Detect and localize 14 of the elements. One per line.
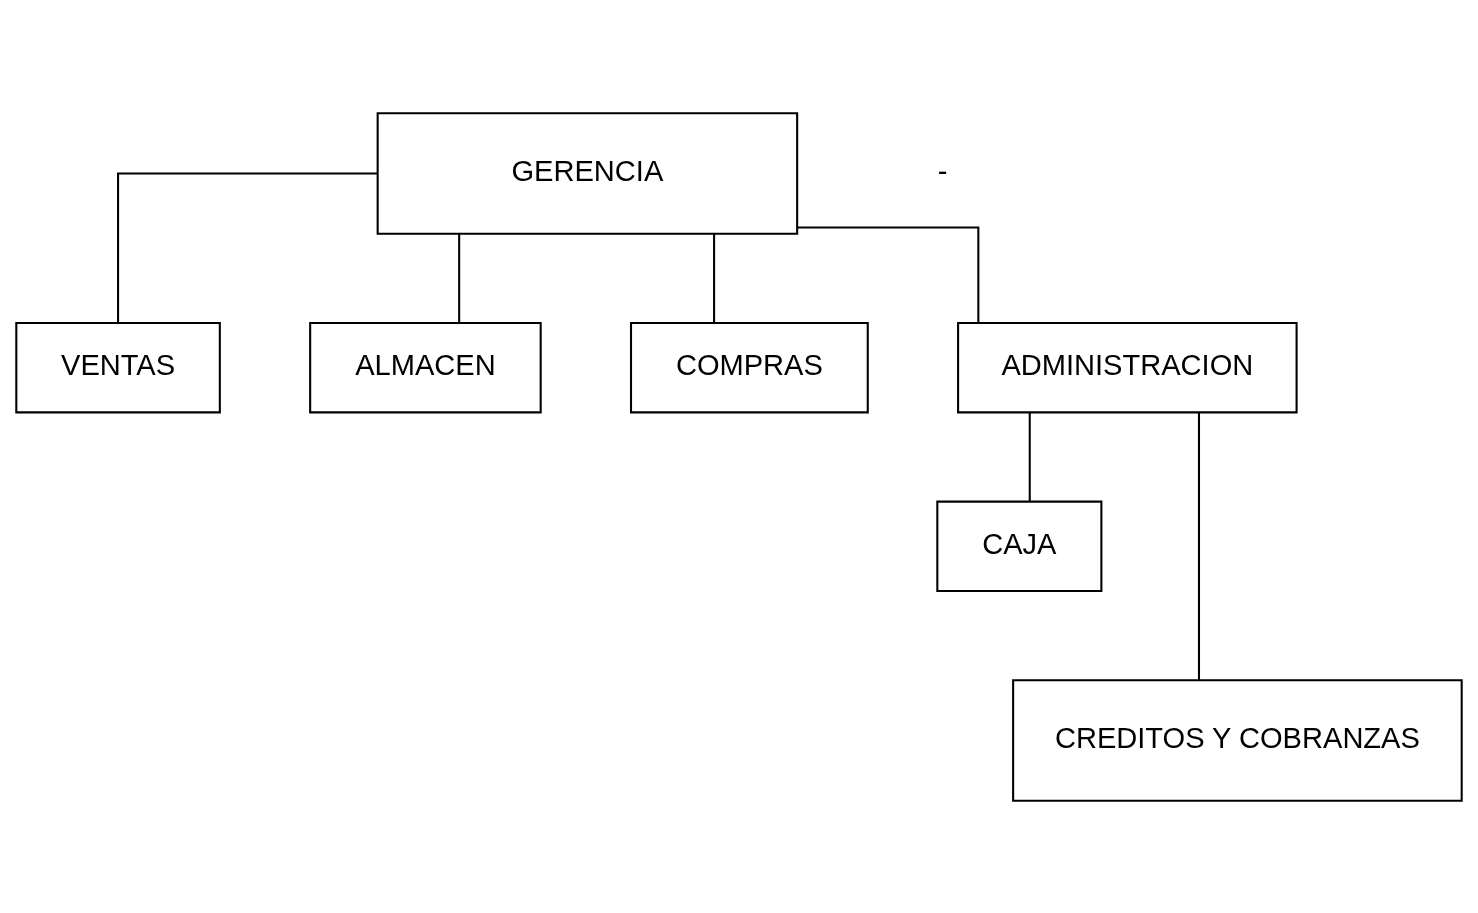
- connector: [458, 233, 461, 323]
- node-box: COMPRAS: [629, 321, 869, 413]
- connector: [1028, 412, 1031, 501]
- node-box: VENTAS: [15, 321, 221, 413]
- connector: [713, 233, 716, 323]
- node-box: ALMACEN: [309, 321, 542, 413]
- node-box: CAJA: [936, 500, 1103, 592]
- connector: [1197, 412, 1201, 680]
- label: -: [937, 154, 948, 187]
- node-box: CREDITOS Y COBRANZAS: [1012, 678, 1463, 802]
- connector: [117, 172, 378, 323]
- connector: [797, 226, 980, 323]
- node-box: ADMINISTRACION: [957, 321, 1298, 413]
- node-box: GERENCIA: [376, 111, 799, 235]
